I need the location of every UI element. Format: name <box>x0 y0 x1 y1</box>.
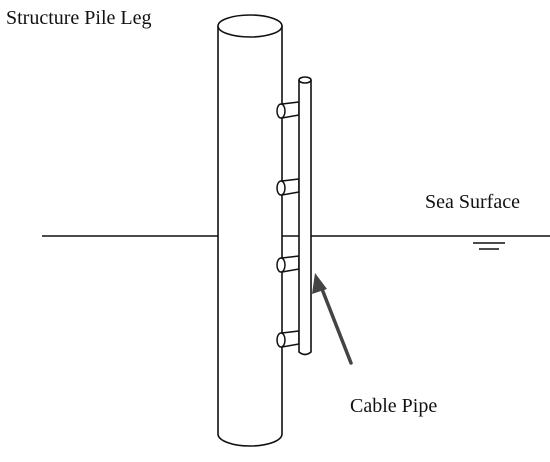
pile-leg-body <box>217 26 283 447</box>
bracket-2 <box>276 178 300 196</box>
sea-surface-label: Sea Surface <box>425 191 520 213</box>
brackets <box>276 101 300 348</box>
cable-pipe-body <box>298 80 312 356</box>
bracket-3 <box>276 255 300 273</box>
pile-leg-top <box>217 14 283 38</box>
pile-leg <box>217 14 283 447</box>
cable-pipe-arrow <box>312 273 353 365</box>
bracket-1 <box>276 101 300 119</box>
cable-pipe-label: Cable Pipe <box>350 395 438 417</box>
bracket-4 <box>276 330 300 348</box>
cable-pipe <box>298 76 312 356</box>
water-level-icon <box>473 242 505 250</box>
cable-pipe-top <box>298 76 312 84</box>
pile-leg-label: Structure Pile Leg <box>6 7 152 29</box>
